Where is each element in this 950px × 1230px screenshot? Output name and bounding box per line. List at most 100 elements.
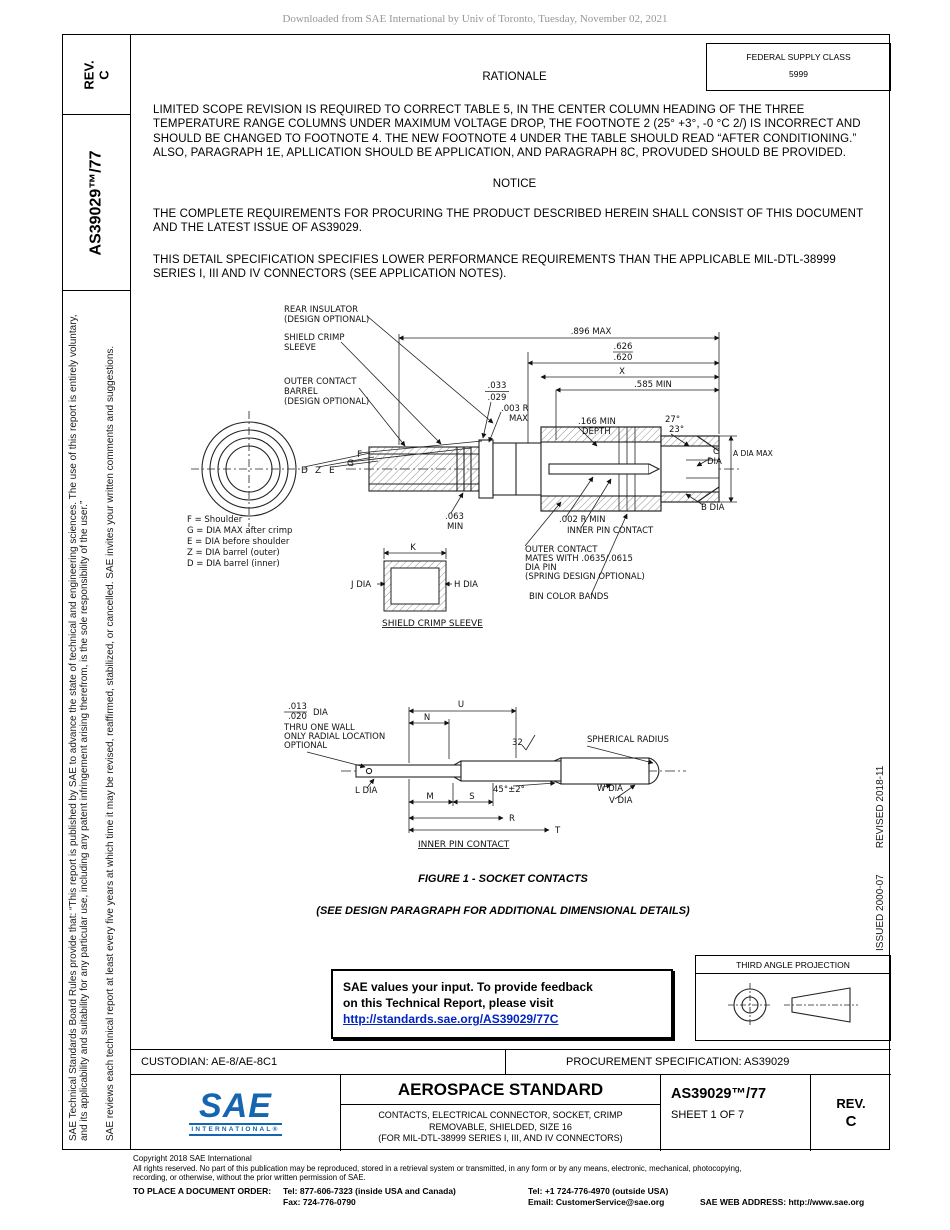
- letter-g: G: [347, 459, 354, 469]
- rev-value: C: [96, 69, 112, 80]
- angle-23: 23°: [669, 425, 684, 435]
- dim-063-min: MIN: [447, 522, 463, 532]
- letter-z: Z: [315, 466, 321, 476]
- doc-number-box: AS39029™/77: [63, 115, 130, 291]
- letter-f: F: [357, 450, 362, 460]
- download-watermark: Downloaded from SAE International by Uni…: [282, 13, 668, 25]
- optional: OPTIONAL: [284, 741, 327, 751]
- sae-logo: SAE INTERNATIONAL®: [131, 1075, 341, 1151]
- feedback-link[interactable]: http://standards.sae.org/AS39029/77C: [343, 1012, 559, 1026]
- projection-title: THIRD ANGLE PROJECTION: [696, 956, 890, 974]
- l-dia: L DIA: [355, 786, 377, 796]
- dim-x: X: [619, 367, 625, 377]
- sheet-number: SHEET 1 OF 7: [671, 1109, 745, 1121]
- figure1-subcaption: (SEE DESIGN PARAGRAPH FOR ADDITIONAL DIM…: [316, 905, 690, 917]
- w-dia: W DIA: [597, 784, 623, 794]
- rev-label: REV.: [81, 59, 97, 90]
- figure-labels: REAR INSULATOR (DESIGN OPTIONAL) SHIELD …: [187, 305, 773, 850]
- dim-r: R: [509, 814, 515, 824]
- rev-cell-value: C: [845, 1113, 857, 1130]
- dim-166-depth: DEPTH: [582, 427, 611, 437]
- label-rear-insulator: REAR INSULATOR: [284, 305, 358, 315]
- order-label: TO PLACE A DOCUMENT ORDER:: [133, 1186, 272, 1196]
- custodian-row: CUSTODIAN: AE-8/AE-8C1 PROCUREMENT SPECI…: [131, 1049, 891, 1075]
- dim-003r-max: MAX: [509, 414, 528, 424]
- dim-063: .063: [445, 512, 464, 522]
- legend-z: Z = DIA barrel (outer): [187, 548, 280, 558]
- document-frame: REV. C AS39029™/77 SAE Technical Standar…: [62, 34, 891, 1151]
- email-address: Email: CustomerService@sae.org: [528, 1197, 665, 1207]
- inner-pin-drawing: [341, 757, 686, 785]
- rationale-body: LIMITED SCOPE REVISION IS REQUIRED TO CO…: [153, 104, 861, 160]
- figure1-caption: FIGURE 1 - SOCKET CONTACTS: [418, 873, 588, 885]
- h-dia: H DIA: [454, 580, 478, 590]
- j-dia: J DIA: [350, 580, 371, 590]
- feedback-line1: SAE values your input. To provide feedba…: [343, 980, 593, 994]
- dim-033: .033: [488, 381, 507, 391]
- projection-symbol-icon: [696, 974, 890, 1030]
- sae-logo-subtext: INTERNATIONAL®: [189, 1123, 282, 1136]
- doc-number: AS39029™/77: [671, 1086, 767, 1102]
- federal-supply-class-box: FEDERAL SUPPLY CLASS 5999: [706, 43, 891, 91]
- legend-f: F = Shoulder: [187, 515, 243, 525]
- rev-box: REV. C: [63, 35, 130, 115]
- label-outer-barrel-2: BARREL: [284, 387, 318, 397]
- socket-end-view: [191, 411, 307, 527]
- c-dia-word: DIA: [707, 457, 722, 467]
- dim-u: U: [458, 700, 464, 710]
- standard-type: AEROSPACE STANDARD: [341, 1075, 660, 1105]
- rev-cell: REV. C: [811, 1075, 891, 1151]
- shield-crimp-sleeve-detail: [377, 548, 452, 612]
- legal-text-1: SAE Technical Standards Board Rules prov…: [68, 314, 90, 1141]
- dim-029: .029: [488, 393, 507, 403]
- notice-paragraph-1: THE COMPLETE REQUIREMENTS FOR PROCURING …: [153, 208, 863, 235]
- dim-n: N: [424, 713, 430, 723]
- a-dia-max: A DIA MAX: [733, 449, 773, 458]
- doc-number-vertical: AS39029™/77: [87, 150, 105, 255]
- c-dia-letter: C: [713, 447, 719, 457]
- finish-32: 32: [512, 738, 523, 748]
- dim-s: S: [469, 792, 474, 802]
- outer-mates-4: (SPRING DESIGN OPTIONAL): [525, 572, 645, 582]
- dim-k: K: [410, 543, 416, 553]
- outer-mates-2: MATES WITH .0635/.0615: [525, 554, 633, 564]
- dim-013: .013: [288, 702, 307, 712]
- title-block: SAE INTERNATIONAL® AEROSPACE STANDARD CO…: [131, 1075, 891, 1151]
- legend-g: G = DIA MAX after crimp: [187, 526, 292, 536]
- notice-heading: NOTICE: [492, 178, 537, 190]
- tel-usa: Tel: 877-606-7323 (inside USA and Canada…: [283, 1186, 456, 1196]
- rights-line1: All rights reserved. No part of this pub…: [133, 1164, 742, 1173]
- label-shield-crimp-2: SLEEVE: [284, 343, 316, 353]
- spherical-radius: SPHERICAL RADIUS: [587, 735, 669, 745]
- standard-title-line1: CONTACTS, ELECTRICAL CONNECTOR, SOCKET, …: [378, 1110, 623, 1120]
- third-angle-projection-box: THIRD ANGLE PROJECTION: [695, 955, 891, 1041]
- standard-title-line3: (FOR MIL-DTL-38999 SERIES I, III, AND IV…: [378, 1133, 623, 1143]
- dim-585-min: .585 MIN: [634, 380, 672, 390]
- fax-number: Fax: 724-776-0790: [283, 1197, 356, 1207]
- standard-title-cell: AEROSPACE STANDARD CONTACTS, ELECTRICAL …: [341, 1075, 661, 1151]
- notice-paragraph-2: THIS DETAIL SPECIFICATION SPECIFIES LOWE…: [153, 254, 836, 281]
- label-rear-insulator-2: (DESIGN OPTIONAL): [284, 315, 369, 325]
- rights-line2: recording, or otherwise, without the pri…: [133, 1173, 366, 1182]
- custodian-cell: CUSTODIAN: AE-8/AE-8C1: [131, 1050, 506, 1074]
- pin-caption: INNER PIN CONTACT: [418, 840, 510, 850]
- bin-color-bands: BIN COLOR BANDS: [529, 592, 609, 602]
- dimensions-top: [303, 315, 737, 596]
- rev-cell-label: REV.: [836, 1096, 866, 1111]
- label-shield-crimp: SHIELD CRIMP: [284, 333, 344, 343]
- inner-pin-contact-callout: INNER PIN CONTACT: [567, 526, 654, 536]
- dim-003r: .003 R: [501, 404, 529, 414]
- dim-m: M: [426, 792, 433, 802]
- copyright-line: Copyright 2018 SAE International: [133, 1154, 252, 1163]
- feedback-box: SAE values your input. To provide feedba…: [331, 969, 673, 1039]
- dim-166-min: .166 MIN: [578, 417, 616, 427]
- standard-title-line2: REMOVABLE, SHIELDED, SIZE 16: [429, 1121, 572, 1132]
- dim-002r-min: .002 R MIN: [559, 515, 605, 525]
- letter-d: D: [301, 466, 308, 476]
- outer-mates-1: OUTER CONTACT: [525, 545, 598, 555]
- figure1-wrap: REAR INSULATOR (DESIGN OPTIONAL) SHIELD …: [141, 296, 781, 866]
- issued-revised-vertical: ISSUED 2000-07 REVISED 2018-11: [875, 741, 886, 951]
- sae-logo-text: SAE: [199, 1087, 272, 1125]
- feedback-line2: on this Technical Report, please visit: [343, 996, 554, 1010]
